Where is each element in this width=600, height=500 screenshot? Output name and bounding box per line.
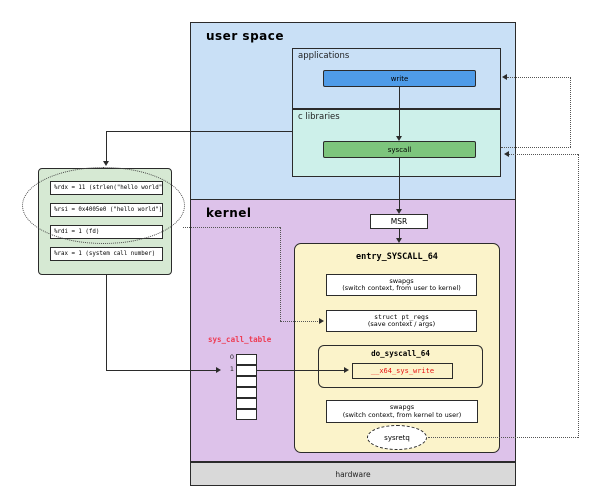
dotted-sysretq-return-v [578,154,579,438]
swapgs-enter-line1: swapgs [389,276,414,285]
pt-regs-line1: struct pt_regs [374,312,429,321]
arrowhead-return-to-syscall [504,151,509,157]
dotted-sysretq-return-h1 [428,437,578,438]
arrowhead-syscall-to-msr [396,209,402,214]
pt-regs-node: struct pt_regs (save context / args) [326,310,477,332]
sys-call-table-cell [236,354,257,365]
hardware-label: hardware [335,469,371,479]
dotted-syscall-return-v [570,77,571,147]
sys-call-table-cell [236,376,257,387]
edge-syscall-to-msr [399,158,400,210]
write-node: write [323,70,476,87]
sys-call-table-index-0: 0 [229,353,234,361]
arrowhead-into-registers [103,161,109,166]
swapgs-exit-node: swapgs (switch context, from kernel to u… [326,400,478,423]
do-syscall-64-box [318,345,483,388]
write-node-label: write [390,74,409,83]
dotted-ellipse-to-ptregs-h2 [280,321,320,322]
swapgs-enter-line2: (switch context, from user to kernel) [342,284,461,292]
edge-table-to-handler [257,370,345,371]
do-syscall-64-title: do_syscall_64 [371,349,430,358]
edge-clib-to-registers-h [106,131,292,132]
msr-node-label: MSR [390,217,408,226]
syscall-node-label: syscall [387,145,412,154]
swapgs-exit-line2: (switch context, from kernel to user) [342,410,462,419]
arrowhead-write-to-syscall [396,136,402,141]
dotted-syscall-return-h1 [501,147,571,148]
swapgs-enter-node: swapgs (switch context, from user to ker… [326,274,477,296]
hardware-bar: hardware [190,462,516,486]
entry-syscall-64-title: entry_SYSCALL_64 [356,252,438,262]
x64-sys-write-node: __x64_sys_write [352,363,453,379]
pt-regs-line2: (save context / args) [367,320,436,328]
sys-call-table-index-1: 1 [229,365,234,373]
c-libraries-label: c libraries [298,112,340,122]
dotted-ellipse-to-ptregs-v [280,227,281,321]
sys-call-table-cell [236,387,257,398]
arrowhead-msr-to-entry [396,238,402,243]
dotted-syscall-return-h2 [507,77,571,78]
kernel-label: kernel [206,206,252,220]
dotted-sysretq-return-h2 [509,154,578,155]
swapgs-exit-line1: swapgs [389,403,415,412]
arrowhead-return-to-write [502,74,507,80]
arrowhead-into-handler [344,367,349,373]
sys-call-table-cell [236,409,257,420]
sys-call-table-cell [236,398,257,409]
arrowhead-into-ptregs [319,318,324,324]
applications-label: applications [298,51,350,61]
syscall-args-ellipse [22,167,185,244]
edge-msr-to-entry [399,229,400,239]
sys-call-table-label: sys_call_table [208,335,272,344]
msr-node: MSR [370,214,428,229]
syscall-node: syscall [323,141,476,158]
edge-registers-to-table-v [106,275,107,371]
edge-write-to-syscall [399,87,400,137]
register-rax: %rax = 1 (system call number) [50,247,163,261]
dotted-ellipse-to-ptregs-h1 [183,227,280,228]
edge-registers-to-table-h [106,370,216,371]
user-space-label: user space [206,29,285,43]
arrowhead-into-table [216,367,221,373]
sysretq-label: sysretq [384,433,410,442]
sysretq-node: sysretq [367,425,427,450]
edge-clib-to-registers-v [106,131,107,162]
sys-call-table-cell [236,365,257,376]
